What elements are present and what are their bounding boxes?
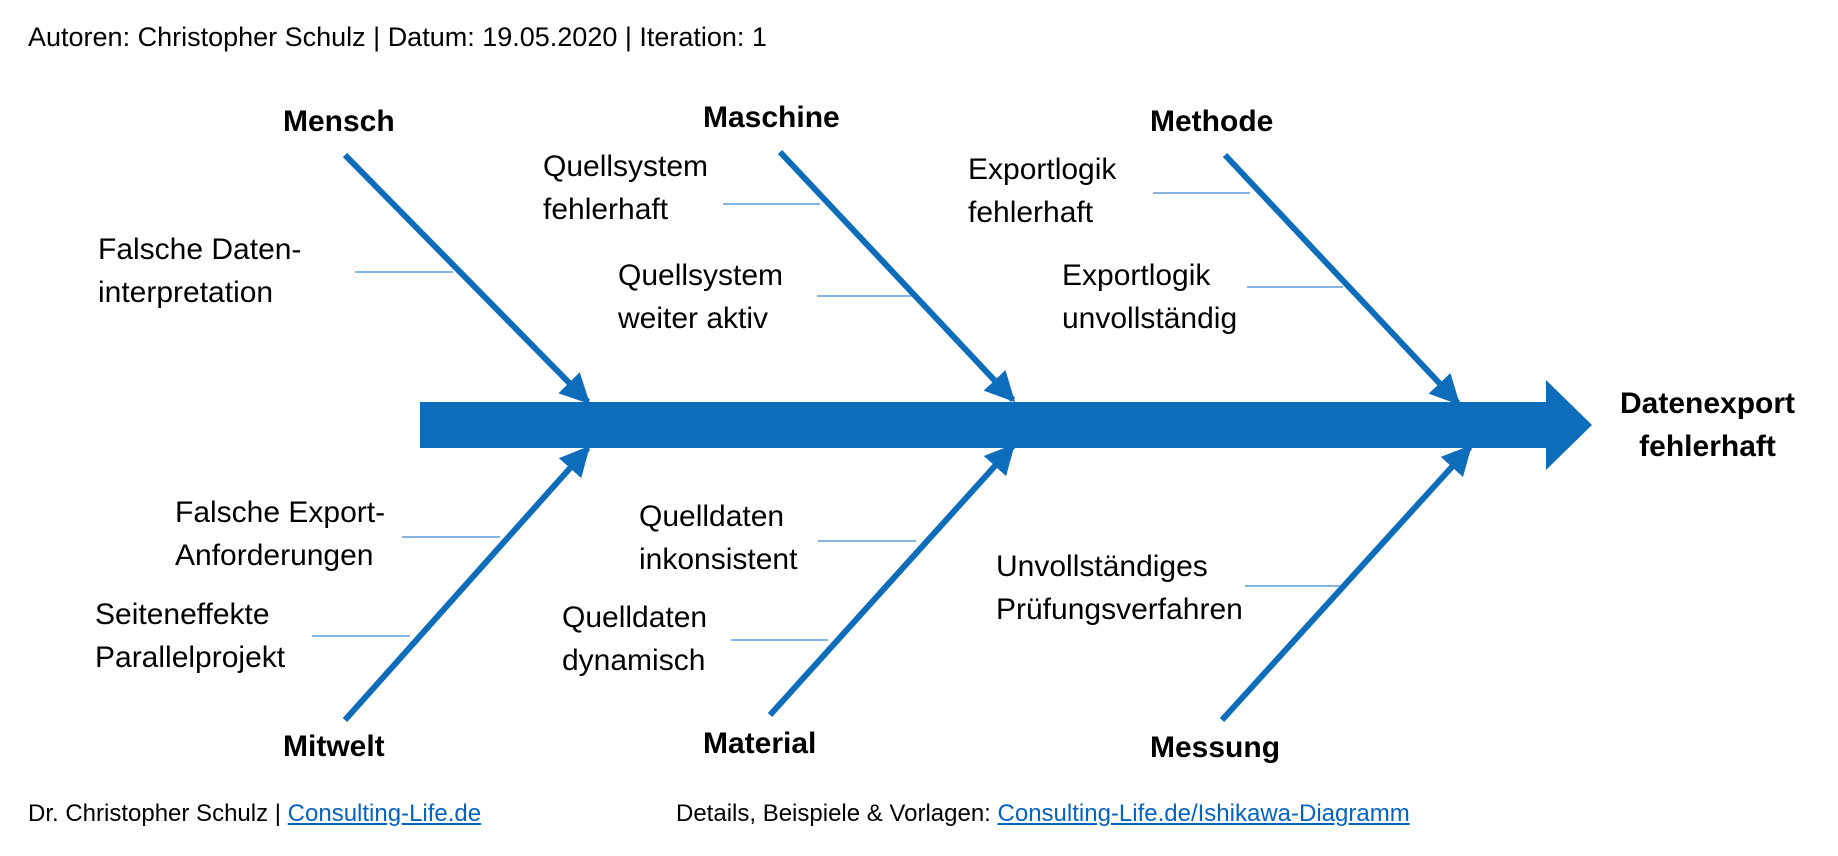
bone-mensch [342, 152, 591, 405]
footer-details-text: Details, Beispiele & Vorlagen: [676, 800, 998, 827]
footer-details: Details, Beispiele & Vorlagen: Consultin… [676, 800, 1410, 828]
cause-line: dynamisch [562, 644, 706, 677]
cause-line: Quelldaten [639, 500, 785, 533]
cause-line: Seiteneffekte [95, 598, 270, 631]
author-link[interactable]: Consulting-Life.de [287, 800, 482, 827]
cause-maschine-1: Quellsystem fehlerhaft [543, 145, 708, 231]
category-messung: Messung [1150, 731, 1281, 764]
cause-line: weiter aktiv [618, 302, 769, 335]
cause-line: Anforderungen [175, 539, 374, 572]
cause-line: Falsche Export- [175, 496, 386, 529]
cause-methode-1: Exportlogik fehlerhaft [968, 148, 1116, 234]
effect-line: Datenexport [1620, 387, 1796, 420]
category-maschine: Maschine [703, 101, 840, 134]
cause-line: Exportlogik [1062, 259, 1211, 292]
cause-line: Falsche Daten- [98, 233, 302, 266]
footer-author-text: Dr. Christopher Schulz | [28, 800, 288, 827]
effect-line: fehlerhaft [1639, 430, 1776, 463]
cause-material-2: Quelldaten dynamisch [562, 596, 707, 682]
footer-author: Dr. Christopher Schulz | Consulting-Life… [28, 800, 481, 828]
category-mitwelt: Mitwelt [283, 730, 385, 763]
cause-methode-2: Exportlogik unvollständig [1062, 254, 1237, 340]
bone-messung [1219, 444, 1473, 723]
effect-label: Datenexport fehlerhaft [1620, 382, 1795, 468]
cause-line: inkonsistent [639, 543, 798, 576]
cause-line: Prüfungsverfahren [996, 593, 1243, 626]
page-header: Autoren: Christopher Schulz | Datum: 19.… [28, 22, 767, 52]
cause-line: Quelldaten [562, 601, 708, 634]
cause-material-1: Quelldaten inkonsistent [639, 495, 797, 581]
bone-material [767, 443, 1016, 718]
cause-mitwelt-1: Falsche Export- Anforderungen [175, 491, 385, 577]
cause-mensch-1: Falsche Daten- interpretation [98, 228, 301, 314]
cause-line: interpretation [98, 276, 274, 309]
category-methode: Methode [1150, 105, 1274, 138]
bone-maschine [777, 149, 1016, 403]
cause-line: Unvollständiges [996, 550, 1208, 583]
cause-mitwelt-2: Seiteneffekte Parallelprojekt [95, 593, 285, 679]
cause-line: Exportlogik [968, 153, 1117, 186]
cause-line: Quellsystem [618, 259, 784, 292]
cause-line: Parallelprojekt [95, 641, 286, 674]
bone-mitwelt [342, 445, 591, 722]
category-material: Material [703, 727, 817, 760]
spine-bar [420, 402, 1550, 448]
details-link[interactable]: Consulting-Life.de/Ishikawa-Diagramm [997, 800, 1410, 827]
cause-messung-1: Unvollständiges Prüfungsverfahren [996, 545, 1243, 631]
cause-line: fehlerhaft [543, 193, 669, 226]
cause-line: fehlerhaft [968, 196, 1094, 229]
cause-line: unvollständig [1062, 302, 1238, 335]
category-mensch: Mensch [283, 105, 395, 138]
cause-line: Quellsystem [543, 150, 709, 183]
cause-maschine-2: Quellsystem weiter aktiv [618, 254, 783, 340]
bone-methode [1222, 152, 1461, 406]
spine-arrowhead [1546, 380, 1592, 470]
